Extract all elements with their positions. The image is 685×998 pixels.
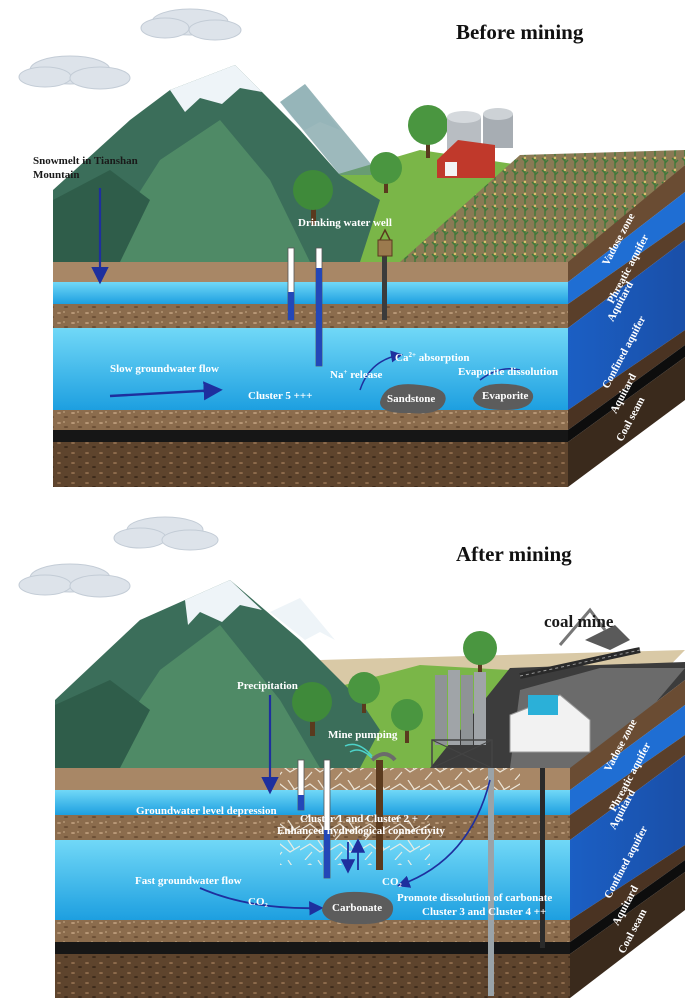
snowmelt-label-line2: Mountain (33, 169, 80, 181)
na-charge: + (343, 368, 348, 376)
ca-symbol: Ca (395, 352, 409, 364)
fast-flow-arrow (199, 887, 324, 916)
after-title: After mining (456, 542, 572, 566)
depression-label: Groundwater level depression (136, 805, 277, 817)
drinking-well-label: Drinking water well (298, 217, 392, 229)
connectivity-label: Enhanced hydrological connectivity (277, 825, 445, 837)
mountain-icon (53, 65, 380, 262)
ca-absorption-text: absorption (415, 352, 470, 364)
ca-absorption-label: Ca2+ absorption (395, 351, 470, 364)
evaporite-label: Evaporite (482, 390, 529, 402)
well-icon (297, 752, 545, 996)
na-release-text: release (347, 369, 383, 381)
before-title: Before mining (456, 20, 584, 44)
cloud-icon (18, 516, 219, 598)
evaporite-dissolution-label: Evaporite dissolution (458, 366, 558, 378)
sandstone-rock (380, 384, 446, 414)
tree-icon (293, 105, 448, 225)
farm-barn-icon (437, 108, 513, 178)
ca-charge: 2+ (408, 351, 416, 359)
mountain-icon (55, 580, 380, 768)
tree-icon (292, 631, 497, 743)
evaporite-rock (473, 383, 534, 410)
co2-right-label: CO₂ (382, 876, 402, 888)
after-block (18, 516, 685, 998)
carbonate-rock (322, 891, 394, 925)
fast-flow-label: Fast groundwater flow (135, 875, 242, 887)
mine-drainage-arrow (396, 779, 491, 888)
co2-left-label: CO₂ (248, 896, 268, 908)
slow-flow-arrow (109, 381, 223, 401)
coal-mine-facility-icon (431, 607, 641, 769)
evaporite-arrow (479, 368, 521, 381)
coal-mine-label: coal mine (544, 612, 614, 631)
na-symbol: Na (330, 369, 344, 381)
precipitation-label: Precipitation (237, 680, 298, 692)
pumping-water-icon (344, 743, 373, 759)
well-icon (287, 228, 393, 367)
cluster5-label: Cluster 5 +++ (248, 390, 313, 402)
slow-flow-label: Slow groundwater flow (110, 363, 219, 375)
cluster12-label: Cluster 1 and Cluster 2 + (300, 813, 419, 825)
ion-exchange-arrow (359, 350, 403, 391)
before-block (18, 8, 685, 487)
cloud-icon (18, 8, 242, 90)
snowmelt-label-line1: Snowmelt in Tianshan (33, 155, 138, 167)
mine-pumping-label: Mine pumping (328, 729, 398, 741)
na-release-label: Na+ release (330, 368, 383, 381)
cluster34-label: Cluster 3 and Cluster 4 ++ (422, 906, 547, 918)
carbonate-label: Carbonate (332, 902, 383, 914)
promote-dissolution-label: Promote dissolution of carbonate (397, 892, 553, 904)
sandstone-label: Sandstone (387, 393, 436, 405)
